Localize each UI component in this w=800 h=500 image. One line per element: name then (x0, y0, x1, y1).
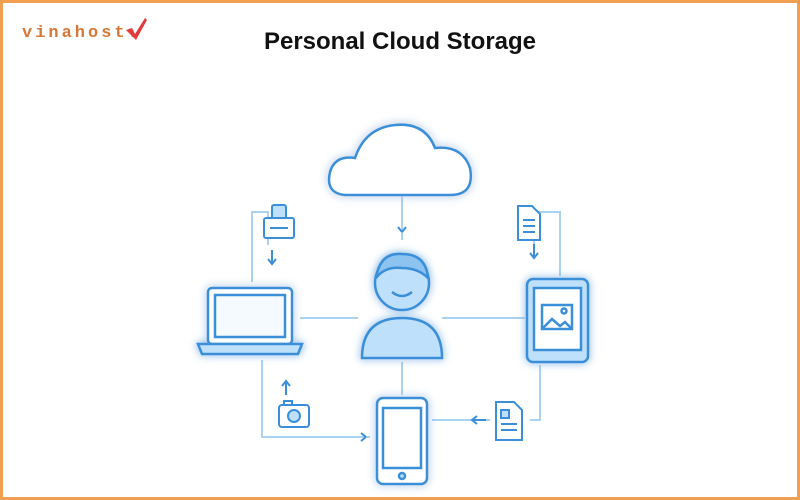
laptop-icon (196, 286, 304, 356)
id-card-icon (263, 204, 295, 239)
document-icon (517, 205, 541, 241)
arrows (267, 226, 539, 442)
checkmark-icon (126, 18, 147, 40)
vinahost-logo: vinahost. (22, 24, 141, 43)
page-title: Personal Cloud Storage (263, 28, 537, 55)
tablet-icon (525, 277, 590, 364)
camera-icon (278, 400, 310, 428)
user-avatar-icon (360, 252, 444, 360)
smartphone-icon (375, 396, 429, 486)
photo-document-icon (495, 401, 523, 441)
cloud-icon (327, 123, 473, 197)
